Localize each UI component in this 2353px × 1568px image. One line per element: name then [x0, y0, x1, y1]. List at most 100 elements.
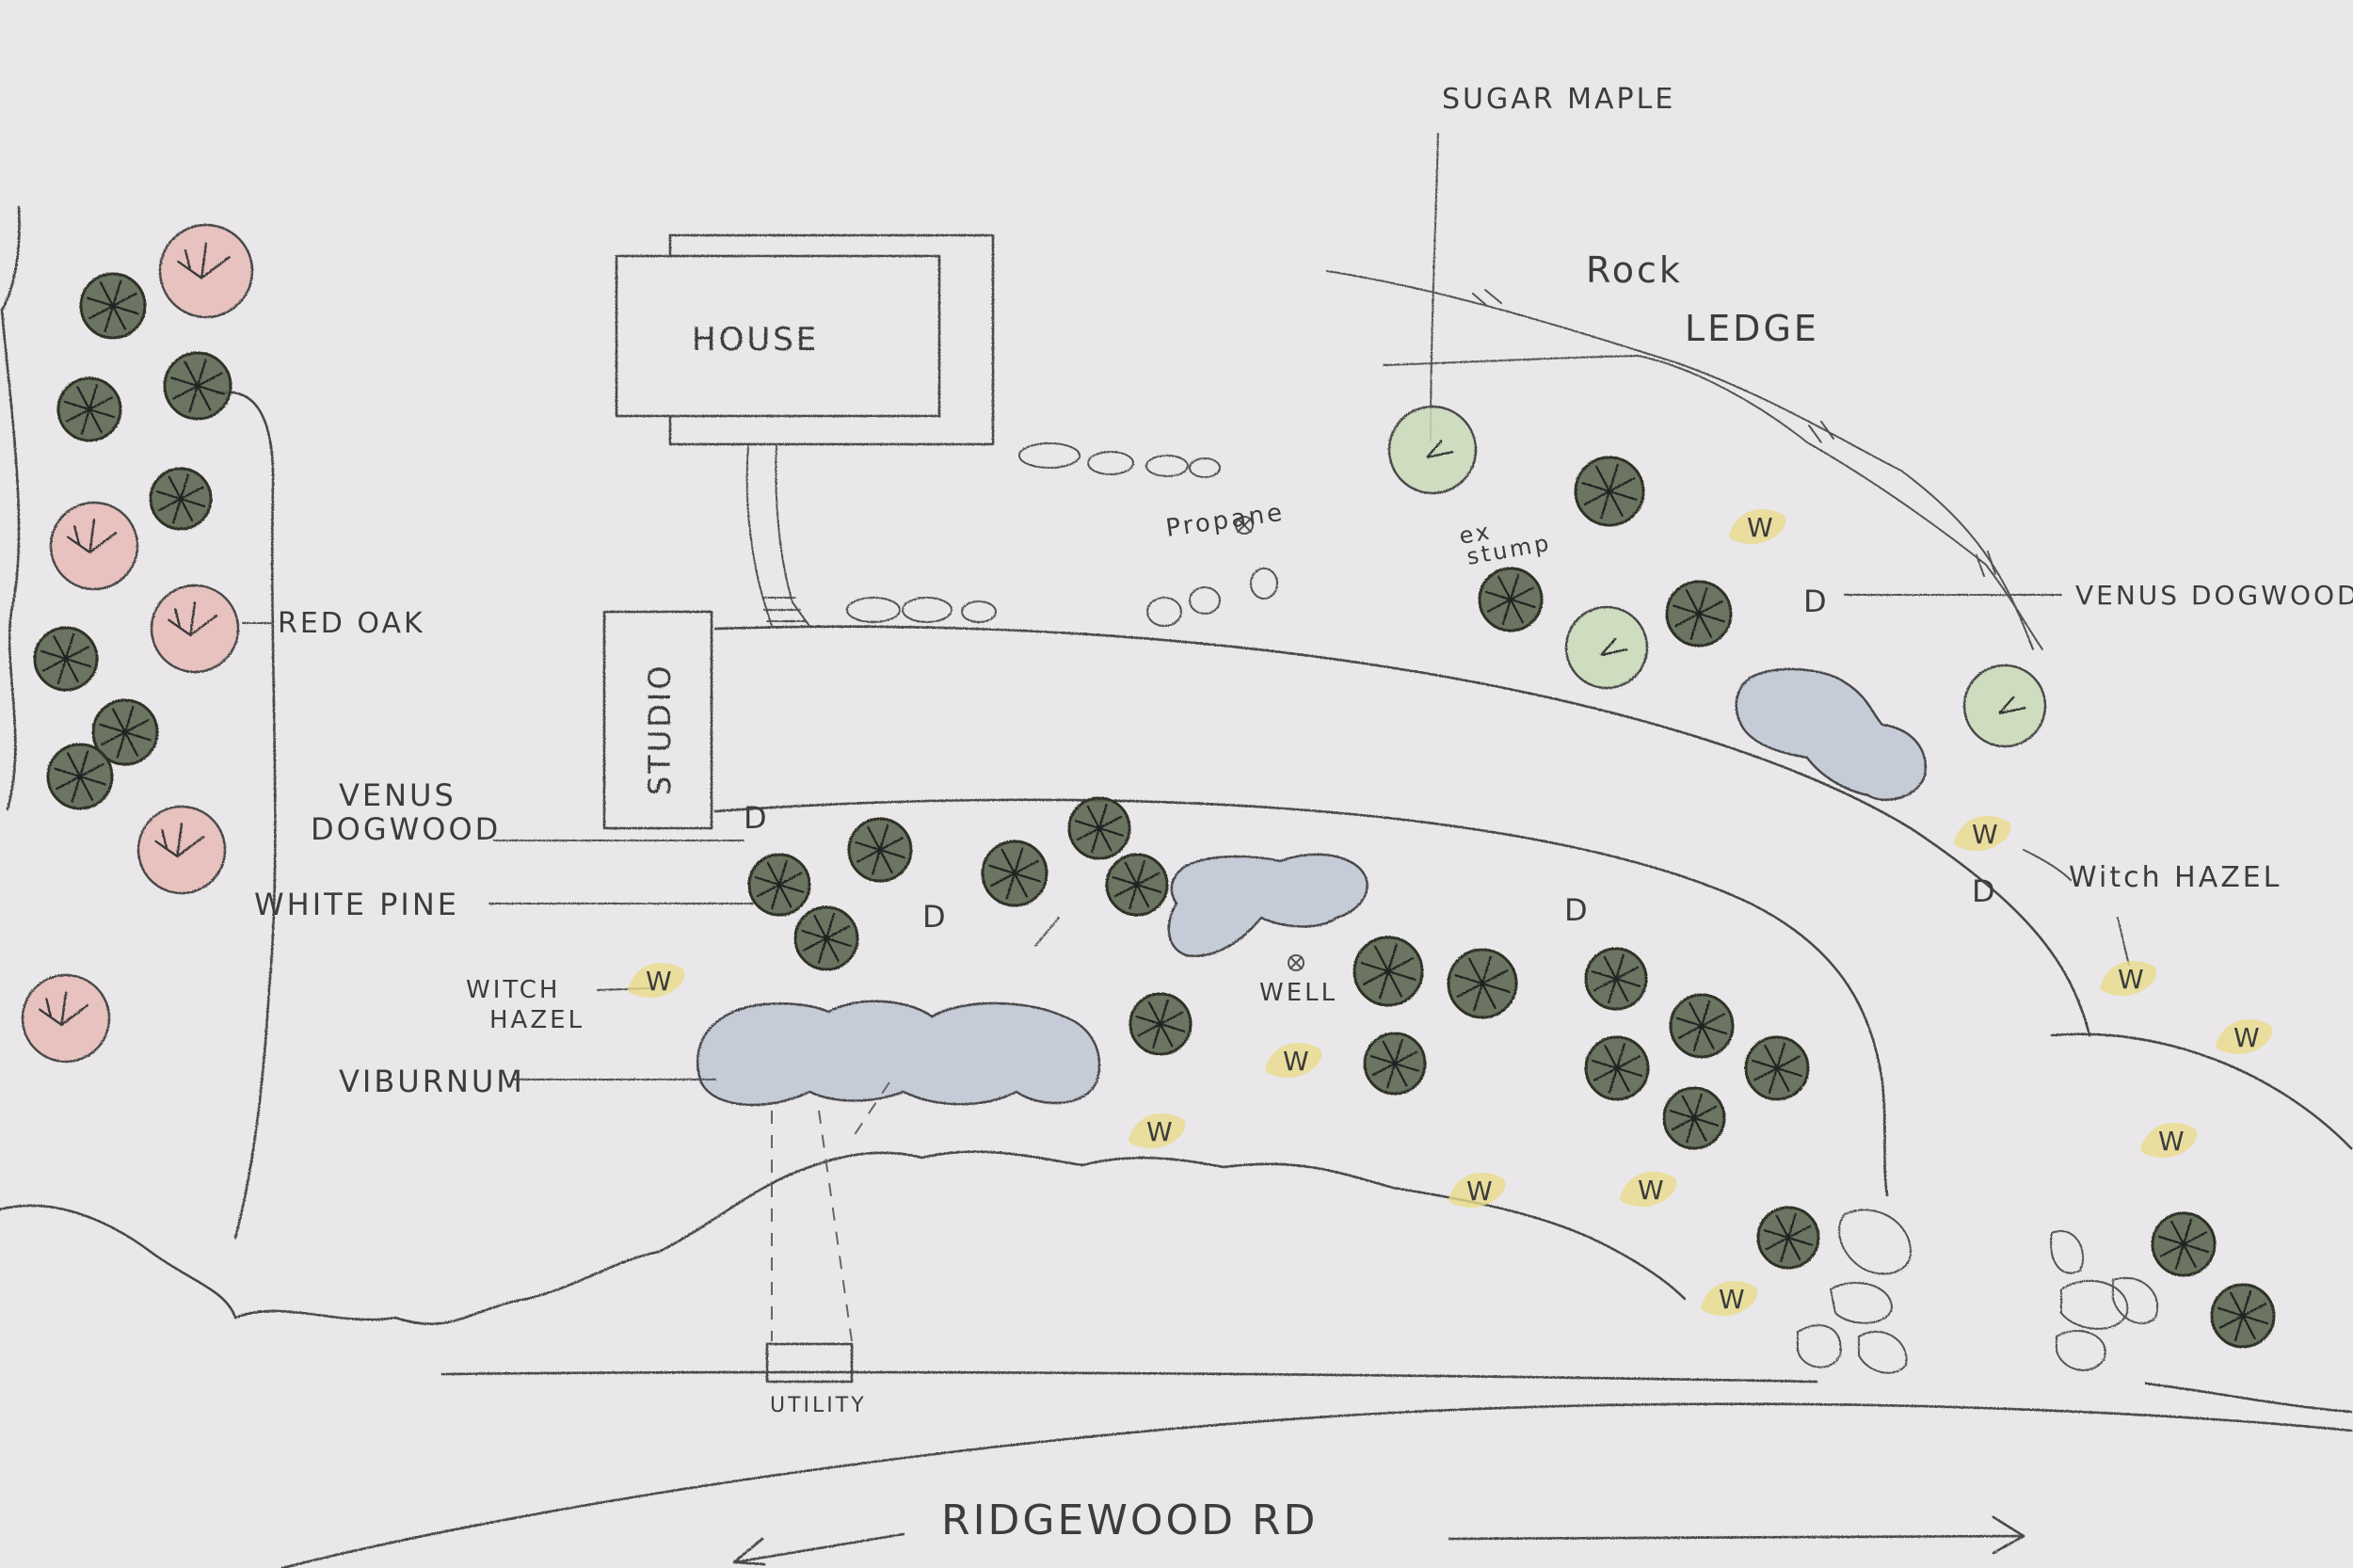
dogwood-symbol: D [744, 800, 770, 836]
white-pine-icon [1665, 580, 1733, 648]
viburnum-label: VIBURNUM [339, 1064, 525, 1099]
sugar-maple-icon [1387, 405, 1478, 495]
house-label: HOUSE [692, 321, 819, 359]
viburnum-shrubs [696, 667, 1928, 1107]
road-arrows [732, 1515, 2025, 1566]
white-pine-icon [33, 626, 99, 692]
witch-hazel-symbol: W [1954, 816, 2011, 852]
white-pine-icon [56, 376, 122, 442]
witch-hazel-symbol: W [628, 963, 685, 999]
house: HOUSE [615, 233, 995, 446]
svg-text:W: W [1747, 512, 1776, 543]
white-pine-icon [1756, 1206, 1820, 1270]
witch-hazel-left-label-1: WITCH [466, 976, 560, 1004]
white-pine-icon [46, 743, 114, 810]
white-pine-icon [793, 905, 859, 971]
sugar-maple-icon [1564, 605, 1649, 690]
propane-label: Propane [1164, 499, 1287, 543]
venus-dogwood-left-label-1: VENUS [339, 777, 456, 813]
svg-text:W: W [1638, 1175, 1667, 1206]
red-oak-label: RED OAK [278, 607, 425, 640]
witch-hazel-right-label: Witch HAZEL [2069, 861, 2281, 894]
red-oak-icon [150, 584, 240, 674]
white-pine-label: WHITE PINE [254, 887, 459, 922]
venus-dogwood-left-label-2: DOGWOOD [311, 811, 501, 847]
labels: SUGAR MAPLE Rock LEDGE Propane ex stump … [254, 83, 2353, 1544]
tree-symbols [21, 223, 2276, 1349]
white-pine-icon [1584, 1035, 1650, 1101]
rock-ledge [1326, 270, 2043, 650]
witch-hazel-symbol: W [1620, 1172, 1677, 1208]
white-pine-icon [747, 853, 811, 917]
dogwood-symbol: D [922, 899, 949, 935]
leader-lines [242, 594, 2130, 1080]
studio: STUDIO [602, 610, 713, 830]
svg-text:W: W [1146, 1116, 1176, 1147]
utility-box [765, 1342, 854, 1384]
svg-text:W: W [646, 966, 675, 997]
ex-stump-label-1: ex [1457, 518, 1494, 550]
white-pine-icon [1363, 1032, 1427, 1096]
well-icon [1288, 954, 1305, 971]
svg-text:W: W [1283, 1046, 1312, 1077]
rock-label: Rock [1586, 249, 1683, 291]
white-pine-icon [149, 467, 213, 531]
white-pine-icon [1662, 1086, 1726, 1150]
witch-hazel-symbol: W [1265, 1043, 1322, 1079]
witch-hazel-left-label-2: HAZEL [489, 1006, 584, 1034]
svg-text:W: W [1972, 819, 2001, 850]
red-oak-icon [49, 501, 139, 591]
white-pine-icon [1584, 947, 1648, 1011]
studio-label: STUDIO [642, 663, 678, 795]
road-label: RIDGEWOOD RD [941, 1496, 1318, 1544]
witch-hazel-symbol: W [2140, 1123, 2198, 1159]
svg-text:W: W [2118, 964, 2147, 995]
sugar-maple-label: SUGAR MAPLE [1442, 83, 1675, 116]
red-oak-icon [21, 973, 111, 1064]
white-pine-icon [847, 817, 913, 883]
svg-text:W: W [1719, 1284, 1748, 1315]
sugar-maple-leader [1430, 133, 1439, 441]
dogwood-symbol: D [1972, 873, 1998, 909]
stepping-stones [846, 442, 1278, 627]
propane-tank-icon [1235, 516, 1254, 535]
red-oak-icon [136, 805, 227, 895]
white-pine-icon [163, 351, 232, 421]
white-pine-icon [2210, 1283, 2276, 1349]
white-pine-icon [79, 272, 147, 340]
witch-hazel-symbol: W [1701, 1281, 1758, 1317]
white-pine-icon [1744, 1035, 1810, 1101]
boulders [1797, 1208, 2159, 1374]
dogwood-symbol: D [1564, 892, 1591, 928]
sugar-maple-icon [1962, 664, 2047, 748]
ledge-label: LEDGE [1685, 308, 1819, 349]
white-pine-icon [1353, 936, 1424, 1007]
white-pine-icon [91, 698, 159, 766]
witch-hazel-symbol: W [1449, 1173, 1506, 1208]
white-pine-icon [1128, 992, 1193, 1056]
white-pine-icon [1478, 567, 1544, 632]
utility-label: UTILITY [770, 1394, 867, 1417]
svg-text:W: W [2158, 1126, 2187, 1157]
well-label: WELL [1259, 979, 1337, 1007]
svg-text:W: W [1466, 1176, 1496, 1207]
white-pine-icon [1067, 796, 1131, 860]
white-pine-icon [1105, 853, 1169, 917]
witch-hazel-symbol: W [1729, 509, 1786, 545]
venus-dogwood-right-label: VENUS DOGWOOD [2075, 580, 2353, 611]
white-pine-icon [981, 840, 1048, 907]
dogwood-symbol: D [1803, 584, 1830, 619]
witch-hazel-symbol: W [2216, 1019, 2273, 1055]
witch-hazel-symbol: W [2100, 961, 2157, 997]
white-pine-icon [2151, 1211, 2217, 1277]
white-pine-icon [1447, 948, 1518, 1019]
white-pine-icon [1669, 993, 1735, 1059]
white-pine-icon [1574, 456, 1645, 527]
witch-hazel-symbol: W [1128, 1113, 1186, 1149]
red-oak-icon [158, 223, 254, 319]
utility-line [771, 1081, 890, 1342]
path-walk [745, 445, 810, 627]
svg-text:W: W [2233, 1022, 2263, 1053]
